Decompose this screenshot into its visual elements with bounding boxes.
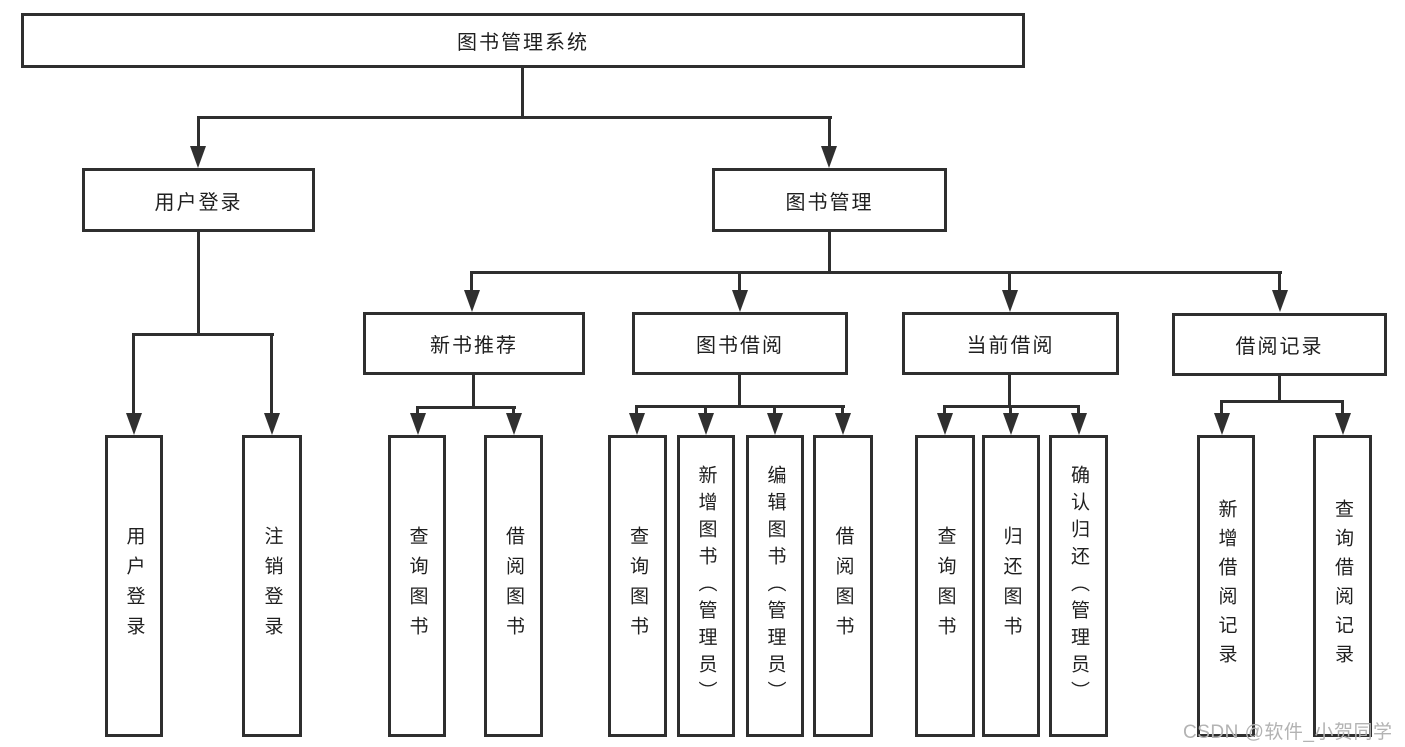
leaf-label: 编辑图书（管理员） (764, 464, 786, 708)
connector-recommend-rail (416, 406, 516, 409)
leaf-logout: 注销登录 (242, 435, 302, 737)
arrow-down-icon (264, 413, 280, 435)
leaf-label: 归还图书 (1000, 526, 1022, 646)
connector-drop (1077, 405, 1080, 413)
arrow-down-icon (821, 146, 837, 168)
csdn-watermark: CSDN @软件_小贺同学 (1183, 722, 1393, 743)
leaf-label: 查询图书 (406, 526, 428, 646)
leaf-query-borrow-record: 查询借阅记录 (1313, 435, 1372, 737)
connector-drop-borrowing (738, 271, 741, 290)
arrow-down-icon (1214, 413, 1230, 435)
node-book-management-label: 图书管理 (785, 191, 874, 214)
arrow-down-icon (1002, 290, 1018, 312)
leaf-label: 注销登录 (261, 526, 283, 646)
arrow-down-icon (1003, 413, 1019, 435)
leaf-label: 确认归还（管理员） (1068, 464, 1089, 708)
node-current-borrowing-label: 当前借阅 (966, 335, 1055, 357)
node-user-login-label: 用户登录 (154, 191, 243, 214)
node-root: 图书管理系统 (21, 13, 1025, 68)
leaf-edit-books-admin: 编辑图书（管理员） (746, 435, 804, 737)
leaf-return-books: 归还图书 (982, 435, 1040, 737)
arrow-down-icon (190, 146, 206, 168)
connector-book-management-stem (828, 232, 831, 274)
node-current-borrowing: 当前借阅 (902, 312, 1119, 375)
node-borrowing-records: 借阅记录 (1172, 313, 1387, 376)
leaf-label: 借阅图书 (832, 526, 854, 646)
connector-recommend-stem (472, 375, 475, 408)
arrow-down-icon (1071, 413, 1087, 435)
leaf-query-books-recommend: 查询图书 (388, 435, 446, 737)
leaf-label: 新增借阅记录 (1215, 499, 1237, 673)
arrow-down-icon (506, 413, 522, 435)
connector-root-stem (521, 68, 524, 118)
connector-drop (1009, 405, 1012, 413)
arrow-down-icon (1272, 290, 1288, 312)
connector-drop-user-login (197, 116, 200, 148)
leaf-query-books-current: 查询图书 (915, 435, 975, 737)
arrow-down-icon (732, 290, 748, 312)
connector-book-management-rail (470, 271, 1282, 274)
leaf-label: 新增图书（管理员） (695, 464, 717, 708)
leaf-label: 借阅图书 (503, 526, 524, 646)
arrow-down-icon (937, 413, 953, 435)
connector-drop (704, 405, 707, 413)
leaf-label: 查询图书 (627, 526, 648, 646)
arrow-down-icon (464, 290, 480, 312)
connector-drop-book-management (828, 116, 831, 148)
node-book-borrowing: 图书借阅 (632, 312, 848, 375)
arrow-down-icon (410, 413, 426, 435)
connector-records-rail (1220, 400, 1344, 403)
connector-borrowing-stem (738, 375, 741, 407)
connector-drop-leaf-logout (270, 333, 273, 413)
connector-user-login-rail (132, 333, 274, 336)
arrow-down-icon (835, 413, 851, 435)
arrow-down-icon (1335, 413, 1351, 435)
node-borrowing-records-label: 借阅记录 (1235, 336, 1324, 358)
node-book-management: 图书管理 (712, 168, 947, 232)
connector-drop-recommend (470, 271, 473, 290)
leaf-user-login: 用户登录 (105, 435, 163, 737)
connector-drop (943, 405, 946, 413)
connector-root-rail (197, 116, 832, 119)
arrow-down-icon (698, 413, 714, 435)
connector-drop (635, 405, 638, 413)
connector-drop-current (1008, 271, 1011, 290)
node-root-label: 图书管理系统 (457, 32, 589, 54)
node-new-book-recommend-label: 新书推荐 (430, 335, 518, 357)
connector-current-stem (1008, 375, 1011, 407)
leaf-label: 用户登录 (123, 526, 145, 646)
node-new-book-recommend: 新书推荐 (363, 312, 585, 375)
leaf-borrow-books: 借阅图书 (813, 435, 873, 737)
leaf-label: 查询图书 (934, 526, 956, 646)
arrow-down-icon (767, 413, 783, 435)
arrow-down-icon (629, 413, 645, 435)
node-user-login: 用户登录 (82, 168, 315, 232)
connector-drop-records (1278, 271, 1281, 290)
node-book-borrowing-label: 图书借阅 (696, 335, 784, 357)
connector-records-stem (1278, 376, 1281, 402)
connector-drop-leaf-login (132, 333, 135, 413)
leaf-add-books-admin: 新增图书（管理员） (677, 435, 735, 737)
connector-drop (1341, 400, 1344, 413)
arrow-down-icon (126, 413, 142, 435)
leaf-label: 查询借阅记录 (1332, 499, 1353, 673)
leaf-confirm-return-admin: 确认归还（管理员） (1049, 435, 1108, 737)
leaf-add-borrow-record: 新增借阅记录 (1197, 435, 1255, 737)
leaf-borrow-books-recommend: 借阅图书 (484, 435, 543, 737)
connector-borrowing-rail (635, 405, 845, 408)
leaf-query-books-borrowing: 查询图书 (608, 435, 667, 737)
connector-drop (841, 405, 844, 413)
connector-user-login-stem (197, 232, 200, 335)
connector-drop (1220, 400, 1223, 413)
connector-drop (512, 406, 515, 413)
connector-drop (416, 406, 419, 413)
connector-drop (773, 405, 776, 413)
